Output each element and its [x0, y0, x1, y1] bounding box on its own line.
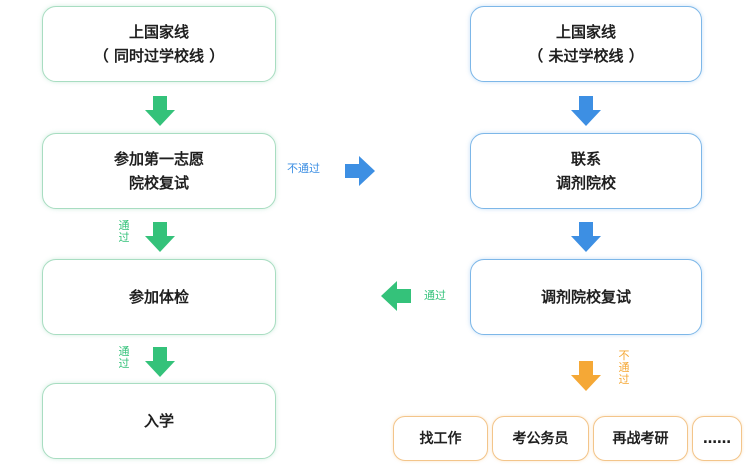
down-arrow-icon — [571, 222, 601, 252]
down-arrow-icon — [571, 361, 601, 391]
pass-label: 通过 — [118, 345, 130, 370]
box-national-line-pass-school: 上国家线 （ 同时过学校线 ） — [42, 6, 276, 82]
box-line2: 院校复试 — [128, 174, 189, 192]
box-contact-adjust: 联系 调剂院校 — [470, 133, 702, 209]
box-line1: 上国家线 — [128, 23, 189, 41]
box-medical-exam: 参加体检 — [42, 259, 276, 335]
box-line2: （ 同时过学校线 ） — [93, 47, 225, 65]
option-text: 考公务员 — [512, 430, 569, 447]
box-enroll: 入学 — [42, 383, 276, 459]
box-line1: 上国家线 — [555, 23, 616, 41]
down-arrow-icon — [145, 96, 175, 126]
box-line2: 调剂院校 — [555, 174, 616, 192]
option-find-job: 找工作 — [393, 416, 488, 461]
pass-label: 通过 — [118, 219, 130, 244]
fail-label: 不通过 — [618, 349, 630, 386]
box-national-line-fail-school: 上国家线 （ 未过学校线 ） — [470, 6, 702, 82]
box-adjust-retest: 调剂院校复试 — [470, 259, 702, 335]
box-text: 入学 — [143, 412, 174, 430]
down-arrow-icon — [571, 96, 601, 126]
down-arrow-icon — [145, 222, 175, 252]
box-line1: 参加第一志愿 — [113, 150, 204, 168]
option-text: 找工作 — [419, 430, 462, 447]
option-text: …… — [703, 430, 731, 447]
left-arrow-icon — [381, 281, 411, 311]
option-civil-service: 考公务员 — [492, 416, 589, 461]
fail-label: 不通过 — [287, 162, 320, 175]
box-first-choice-retest: 参加第一志愿 院校复试 — [42, 133, 276, 209]
down-arrow-icon — [145, 347, 175, 377]
pass-label: 通过 — [424, 289, 446, 302]
box-text: 参加体检 — [128, 288, 189, 306]
option-text: 再战考研 — [612, 430, 669, 447]
option-retake-exam: 再战考研 — [593, 416, 688, 461]
right-arrow-icon — [345, 156, 375, 186]
option-more: …… — [692, 416, 742, 461]
box-text: 调剂院校复试 — [540, 288, 631, 306]
box-line2: （ 未过学校线 ） — [528, 47, 644, 65]
box-line1: 联系 — [570, 150, 601, 168]
